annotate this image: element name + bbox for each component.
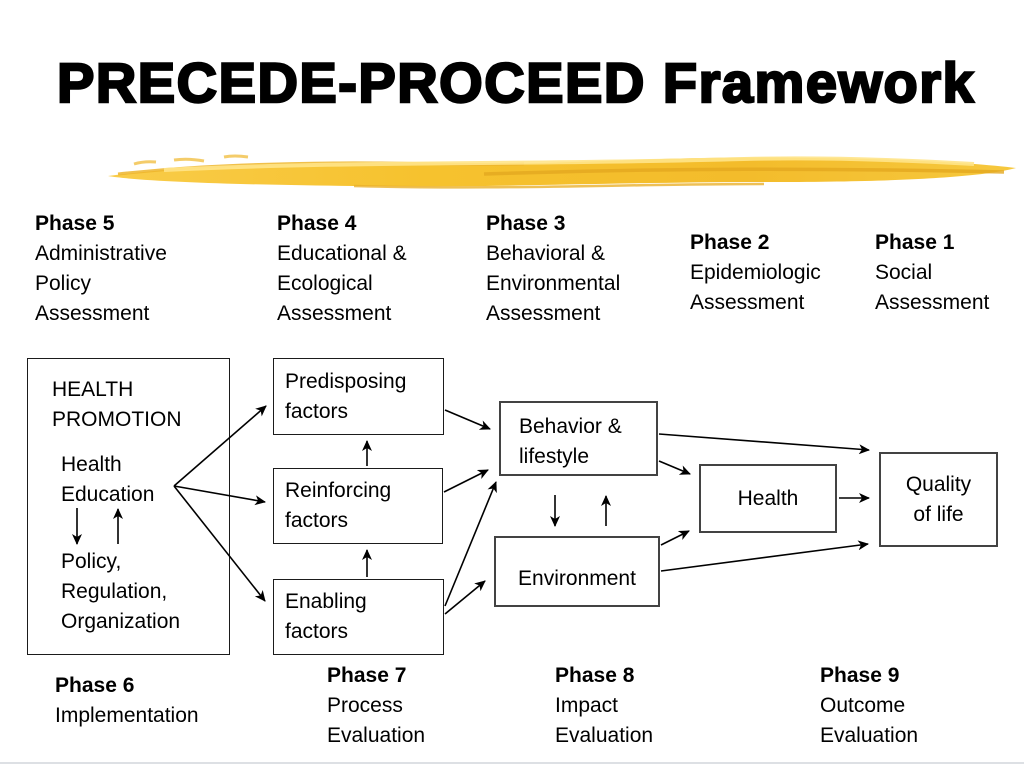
phase-2-desc: Epidemiologic Assessment <box>690 261 821 314</box>
health-promotion-heading: HEALTH PROMOTION <box>52 378 182 431</box>
phase-7-desc: Process Evaluation <box>327 694 426 747</box>
phase-1-label: Phase 1 Social Assessment <box>875 228 989 318</box>
slide-title: PRECEDE-PROCEED Framework <box>56 50 976 115</box>
phase-9-name: Phase 9 <box>820 664 900 687</box>
phase-4-label: Phase 4 Educational & Ecological Assessm… <box>277 209 407 329</box>
arrow-enabling-to-environment <box>444 580 486 615</box>
phase-6-desc: Implementation <box>55 704 199 727</box>
phase-4-name: Phase 4 <box>277 212 357 235</box>
arrow-reinforcing-to-behavior <box>443 469 489 493</box>
phase-2-label: Phase 2 Epidemiologic Assessment <box>690 228 821 318</box>
phase-6-label: Phase 6 Implementation <box>55 671 199 731</box>
phase-4-desc: Educational & Ecological Assessment <box>277 242 407 325</box>
enabling-factors-box: Enabling factors <box>273 579 444 655</box>
phase-8-name: Phase 8 <box>555 664 635 687</box>
phase-8-label: Phase 8 Impact Evaluation <box>555 661 653 751</box>
phase-1-name: Phase 1 <box>875 231 955 254</box>
phase-1-desc: Social Assessment <box>875 261 990 314</box>
phase-3-desc: Behavioral & Environmental Assessment <box>486 242 621 325</box>
phase-5-label: Phase 5 Administrative Policy Assessment <box>35 209 167 329</box>
arrow-enabling-to-behavior <box>444 481 497 607</box>
health-promotion-box: HEALTH PROMOTION Health Education Policy… <box>27 358 230 655</box>
arrow-behavior-to-health <box>658 460 691 475</box>
health-box: Health <box>699 464 837 533</box>
arrow-predisposing-to-behavior <box>444 409 491 430</box>
brush-stroke-underline <box>108 154 1016 189</box>
phase-8-desc: Impact Evaluation <box>555 694 654 747</box>
predisposing-factors-box: Predisposing factors <box>273 358 444 435</box>
arrow-environment-to-quality-of-life <box>660 540 869 572</box>
arrow-environment-to-health <box>660 530 690 546</box>
behavior-lifestyle-box: Behavior & lifestyle <box>499 401 658 476</box>
phase-3-label: Phase 3 Behavioral & Environmental Asses… <box>486 209 620 329</box>
environment-box: Environment <box>494 536 660 607</box>
quality-of-life-box: Quality of life <box>879 452 998 547</box>
phase-5-name: Phase 5 <box>35 212 115 235</box>
phase-5-desc: Administrative Policy Assessment <box>35 242 167 325</box>
phase-9-desc: Outcome Evaluation <box>820 694 919 747</box>
bottom-divider <box>0 762 1024 764</box>
phase-7-name: Phase 7 <box>327 664 407 687</box>
phase-3-name: Phase 3 <box>486 212 566 235</box>
health-education-label: Health Education <box>61 453 155 506</box>
phase-2-name: Phase 2 <box>690 231 770 254</box>
policy-regulation-organization-label: Policy, Regulation, Organization <box>61 550 181 633</box>
phase-9-label: Phase 9 Outcome Evaluation <box>820 661 918 751</box>
phase-7-label: Phase 7 Process Evaluation <box>327 661 425 751</box>
reinforcing-factors-box: Reinforcing factors <box>273 468 443 544</box>
phase-6-name: Phase 6 <box>55 674 135 697</box>
arrow-behavior-to-quality-of-life <box>658 433 870 455</box>
